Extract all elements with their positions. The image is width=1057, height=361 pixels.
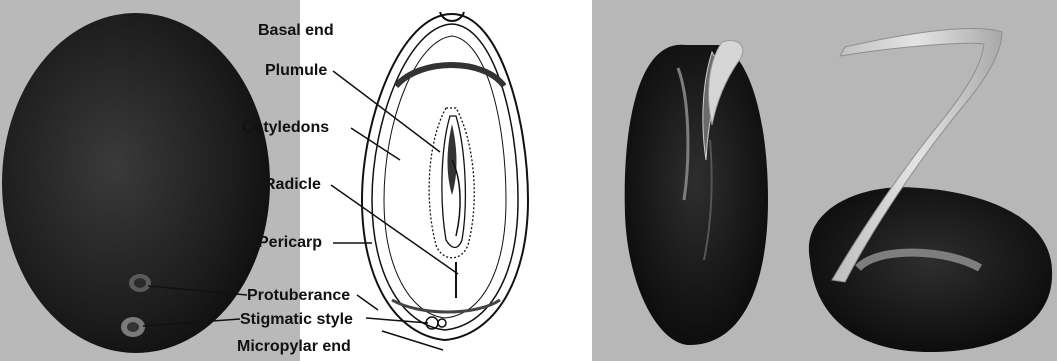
stigmatic-style-mark (121, 317, 145, 337)
embryo-drawing (429, 108, 474, 258)
label-protuberance: Protuberance (247, 287, 350, 305)
label-basal-end: Basal end (258, 22, 334, 40)
whole-seed (2, 13, 270, 353)
germinating-seed-1 (625, 41, 768, 345)
label-radicle: Radicle (264, 176, 321, 194)
protuberance-mark (129, 274, 151, 292)
germinating-seed-2 (809, 28, 1052, 352)
label-plumule: Plumule (265, 62, 327, 80)
label-cotyledons: Cotyledons (242, 119, 329, 137)
label-pericarp: Pericarp (258, 234, 322, 252)
seed-section-drawing (362, 12, 528, 340)
label-micropylar-end: Micropylar end (237, 338, 351, 356)
label-stigmatic-style: Stigmatic style (240, 311, 353, 329)
